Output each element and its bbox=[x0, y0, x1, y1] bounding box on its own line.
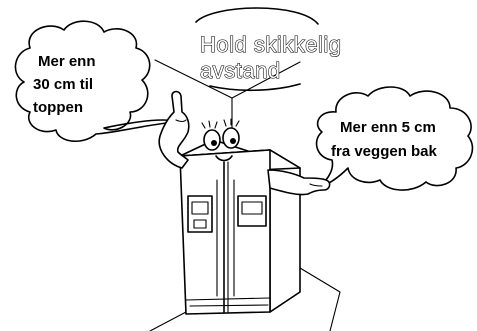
refrigerator-character bbox=[159, 92, 329, 315]
right-bubble-line-1: Mer enn 5 cm bbox=[340, 119, 436, 136]
left-eye bbox=[204, 130, 220, 150]
left-bubble-line-2: 30 cm til bbox=[33, 76, 93, 93]
left-speech-bubble: Mer enn 30 cm til toppen bbox=[15, 21, 176, 141]
right-pupil bbox=[230, 138, 236, 144]
right-speech-bubble: Mer enn 5 cm fra veggen bak bbox=[317, 87, 473, 190]
title-bubble: Hold skikkelig avstand bbox=[196, 8, 342, 90]
left-arm-pointing bbox=[159, 92, 189, 169]
right-eye bbox=[223, 128, 239, 148]
title-line-1: Hold skikkelig bbox=[200, 32, 342, 57]
right-bubble-line-2: fra veggen bak bbox=[331, 143, 438, 160]
title-line-2: avstand bbox=[200, 58, 281, 83]
left-bubble-line-1: Mer enn bbox=[38, 53, 96, 70]
left-bubble-line-3: toppen bbox=[33, 99, 83, 116]
left-pupil bbox=[211, 140, 217, 146]
